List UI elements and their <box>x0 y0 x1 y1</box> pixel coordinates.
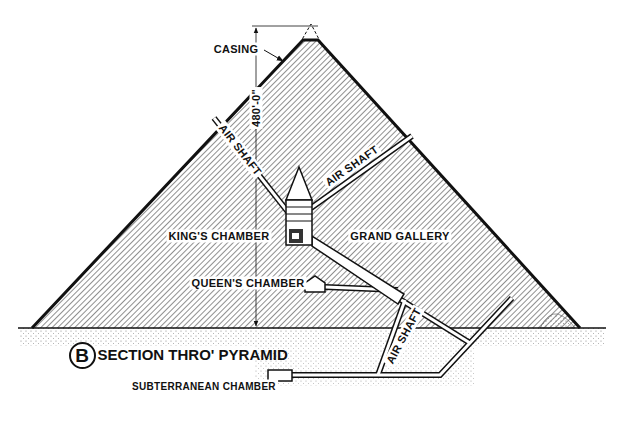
part-label: KING'S CHAMBER <box>167 230 272 243</box>
section-title: SECTION THRO' PYRAMID <box>98 346 288 364</box>
part-label: SUBTERRANEAN CHAMBER <box>130 380 278 393</box>
part-label: CASING <box>212 43 261 56</box>
part-label: GRAND GALLERY <box>348 230 451 243</box>
part-label: 480'-0" <box>250 87 263 129</box>
part-label: QUEEN'S CHAMBER <box>190 277 307 290</box>
circled-letter: B <box>69 342 96 369</box>
section-letter: B <box>75 346 89 365</box>
